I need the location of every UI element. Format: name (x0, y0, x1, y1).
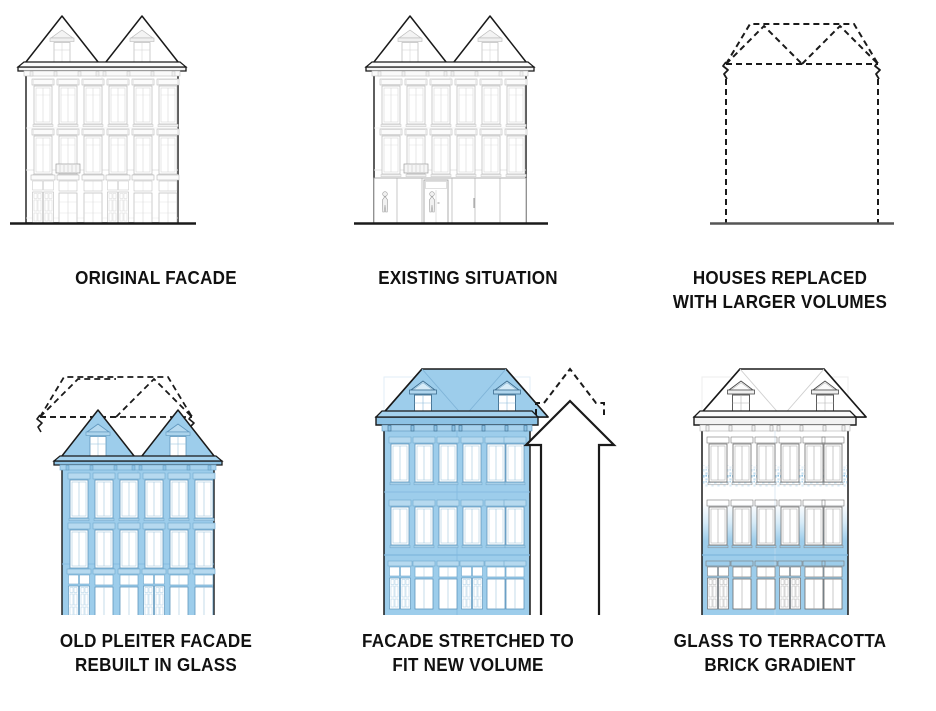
facade-body (364, 61, 536, 224)
dashed-arrow-ghost (535, 367, 605, 415)
drawing-original-facade (10, 15, 196, 225)
up-arrow (523, 399, 617, 615)
panel-gradient: GLASS TO TERRACOTTA BRICK GRADIENT (624, 355, 936, 711)
panel-existing-situation: EXISTING SITUATION (312, 0, 624, 355)
break-symbol (722, 61, 881, 80)
roof-twin-gable (21, 15, 183, 68)
windows-ground-floor (387, 560, 527, 610)
panel-original-facade: ORIGINAL FACADE (0, 0, 312, 355)
drawing-houses-replaced (710, 23, 894, 225)
dormer-windows (49, 29, 155, 63)
facade-body (52, 455, 224, 615)
drawing-existing-situation (354, 15, 548, 225)
facade-body (374, 410, 540, 615)
dormer-windows (397, 29, 503, 63)
panel-caption: OLD PLEITER FACADE REBUILT IN GLASS (59, 630, 253, 676)
balcony-railing (55, 163, 81, 174)
roof-mansard-hipped (697, 368, 867, 418)
glazed-shopfront (373, 177, 527, 224)
panel-caption: EXISTING SITUATION (378, 267, 558, 288)
dashed-roof-outline (725, 23, 879, 65)
dashed-volume-walls (725, 79, 879, 223)
dashed-volume-ghost (39, 376, 193, 418)
roof-twin-gable (369, 15, 531, 68)
drawing-facade-stretched (374, 367, 617, 615)
panel-caption: FACADE STRETCHED TO FIT NEW VOLUME (361, 630, 575, 676)
panel-caption: ORIGINAL FACADE (75, 267, 237, 288)
facade-body (692, 410, 858, 615)
panel-glass-rebuild: OLD PLEITER FACADE REBUILT IN GLASS (0, 355, 312, 711)
balcony-railing (403, 163, 429, 174)
panel-facade-stretched: FACADE STRETCHED TO FIT NEW VOLUME (312, 355, 624, 711)
panel-houses-replaced: HOUSES REPLACED WITH LARGER VOLUMES (624, 0, 936, 355)
facade-body (16, 61, 188, 224)
dormer-windows (85, 423, 191, 457)
drawing-glass-rebuild (36, 376, 224, 615)
panel-caption: HOUSES REPLACED WITH LARGER VOLUMES (672, 267, 888, 313)
panel-caption: GLASS TO TERRACOTTA BRICK GRADIENT (673, 630, 887, 676)
roof-mansard-hipped (379, 368, 549, 418)
scale-figures (382, 191, 435, 213)
drawing-gradient (692, 368, 867, 615)
windows-ground-floor (705, 560, 845, 610)
